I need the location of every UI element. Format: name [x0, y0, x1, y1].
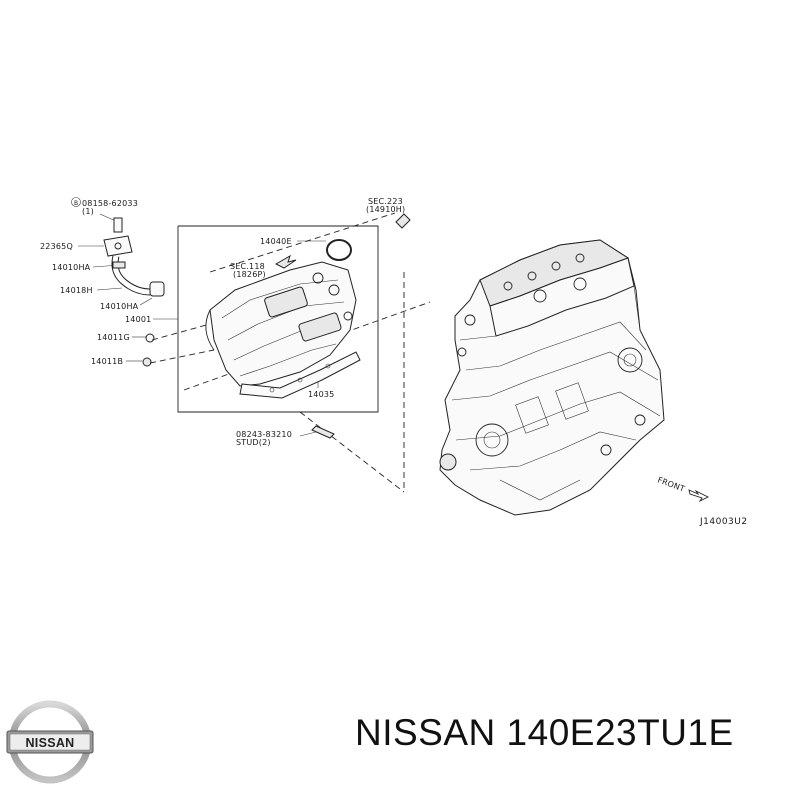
label-sec118-ref: (1826P) — [233, 270, 266, 279]
label-gasket: 14035 — [308, 390, 334, 399]
nissan-logo-text: NISSAN — [25, 736, 74, 750]
label-hose-clamp-b: 14010HA — [100, 302, 139, 311]
nissan-logo: NISSAN — [6, 700, 94, 784]
seal-ring — [326, 239, 352, 261]
stud — [311, 425, 335, 439]
label-bolt-code: 08158-62033 — [82, 199, 138, 208]
callout-bolt: B 08158-62033 (1) — [71, 197, 138, 223]
label-bolt-qty: (1) — [82, 207, 94, 216]
label-stud-code: 08243-83210 — [236, 430, 292, 439]
front-arrow-icon — [688, 489, 710, 503]
label-valve: 22365Q — [40, 242, 73, 251]
label-hose: 14018H — [60, 286, 93, 295]
label-diagram-code: J14003U2 — [699, 517, 748, 527]
sec118-arrow-icon — [274, 254, 297, 269]
label-stud-qty: STUD(2) — [236, 438, 271, 447]
label-front: FRONT — [656, 475, 686, 493]
label-14011b: 14011B — [91, 357, 123, 366]
label-manifold: 14001 — [125, 315, 151, 324]
engine-block — [439, 239, 665, 516]
label-sec118: SEC.118 — [230, 262, 265, 271]
valve-and-hose — [103, 217, 215, 367]
label-hose-clamp-a: 14010HA — [52, 263, 91, 272]
svg-text:B: B — [74, 200, 78, 207]
label-sec223: SEC.223 — [368, 197, 403, 206]
label-sec223-ref: (14910H) — [366, 205, 405, 214]
label-seal: 14040E — [260, 237, 292, 246]
sec223-sensor — [395, 213, 411, 229]
part-number-caption: NISSAN 140E23TU1E — [355, 712, 734, 753]
label-14011g: 14011G — [97, 333, 130, 342]
intake-manifold — [205, 261, 361, 399]
